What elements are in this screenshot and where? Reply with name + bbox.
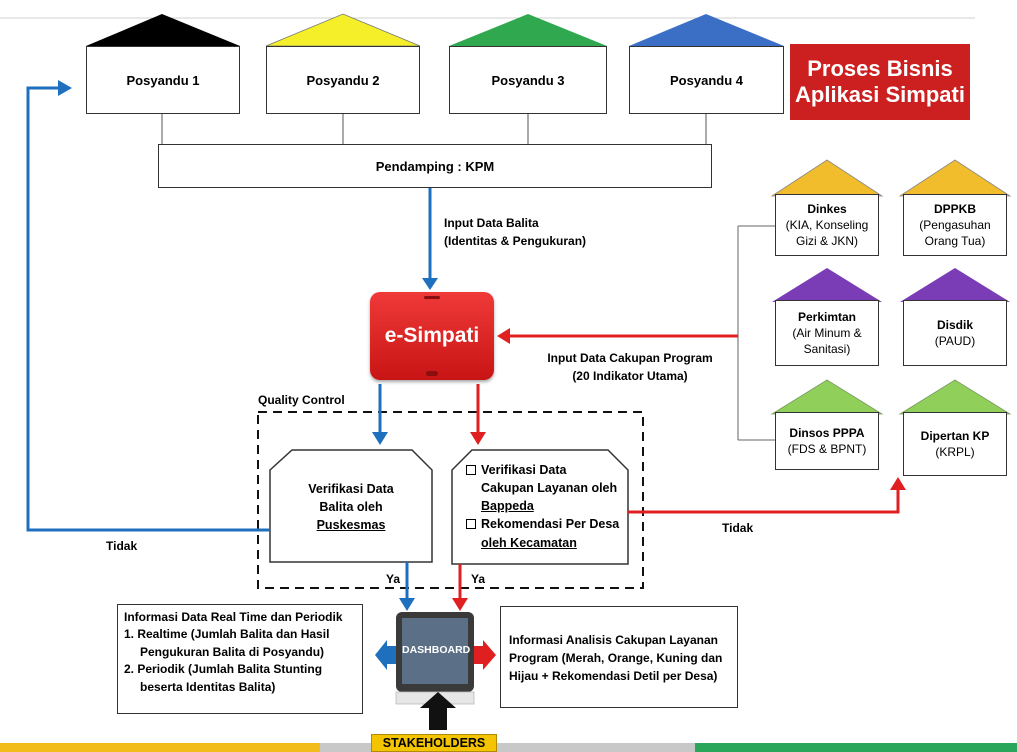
verif-puskesmas-line-3: Puskesmas: [316, 518, 386, 533]
agency-disdik: Disdik (PAUD): [903, 300, 1007, 366]
agency-dinkes: Dinkes (KIA, Konseling Gizi & JKN): [775, 194, 879, 256]
verif-bappeda-item1-line-3: Bappeda: [481, 499, 534, 514]
ya-right-label: Ya: [471, 572, 486, 586]
esimpati-device: e-Simpati: [370, 292, 494, 380]
agency-dinsos: Dinsos PPPA (FDS & BPNT): [775, 412, 879, 470]
info-right-box: Informasi Analisis Cakupan Layanan Progr…: [500, 606, 738, 708]
agency-dppkb: DPPKB (Pengasuhan Orang Tua): [903, 194, 1007, 256]
info-right-line-1: Informasi Analisis Cakupan Layanan: [509, 633, 718, 647]
agency-dinkes-desc-1: (KIA, Konseling: [785, 217, 869, 232]
agency-dipertan-desc-1: (KRPL): [935, 445, 975, 459]
verif-puskesmas-line-1: Verifikasi Data: [308, 482, 394, 496]
agency-dipertan: Dipertan KP (KRPL): [903, 412, 1007, 476]
agency-perkimtan-desc-1: (Air Minum &: [792, 325, 862, 340]
checkbox-icon: [466, 465, 476, 475]
verif-puskesmas-line-2: Balita oleh: [319, 500, 383, 515]
info-left-item2-line-2: beserta Identitas Balita): [140, 679, 276, 694]
input-balita-label: Input Data Balita (Identitas & Pengukura…: [444, 214, 586, 250]
esimpati-button: [426, 371, 438, 376]
agency-perkimtan-name: Perkimtan: [797, 309, 857, 324]
dashboard-label: DASHBOARD: [402, 644, 471, 656]
agency-perkimtan-desc-2: Sanitasi): [803, 342, 851, 357]
input-balita-line-2: (Identitas & Pengukuran): [444, 234, 587, 248]
info-right-line-3: Hijau + Rekomendasi Detil per Desa): [509, 669, 718, 683]
agency-dppkb-desc-1: (Pengasuhan: [919, 217, 991, 232]
input-cakupan-line-1: Input Data Cakupan Program: [547, 351, 713, 365]
posyandu-3-box: Posyandu 3: [449, 46, 607, 114]
title-banner: Proses Bisnis Aplikasi Simpati: [790, 44, 970, 120]
verif-puskesmas-text: Verifikasi Data Balita oleh Puskesmas: [280, 480, 422, 534]
tidak-left-label: Tidak: [106, 539, 138, 553]
info-right-line-2: Program (Merah, Orange, Kuning dan: [509, 651, 723, 665]
verif-bappeda-item1-line-2: Cakupan Layanan oleh: [481, 481, 618, 496]
agency-dinsos-name: Dinsos PPPA: [789, 425, 865, 440]
verif-bappeda-text: Verifikasi Data Cakupan Layanan oleh Bap…: [466, 461, 624, 552]
tidak-right-label: Tidak: [722, 521, 754, 535]
quality-control-label: Quality Control: [258, 393, 345, 407]
verif-bappeda-item1-line-1: Verifikasi Data: [481, 463, 567, 477]
title-line-1: Proses Bisnis: [807, 55, 953, 81]
info-left-item2-line-1: 2. Periodik (Jumlah Balita Stunting: [124, 662, 323, 677]
esimpati-speaker: [424, 296, 440, 299]
verif-bappeda-item2-line-2: oleh Kecamatan: [481, 535, 577, 550]
posyandu-2-roof: [265, 13, 421, 47]
verif-bappeda-item2-line-1: Rekomendasi Per Desa: [481, 517, 620, 532]
pendamping-label: Pendamping : KPM: [375, 158, 495, 174]
input-cakupan-line-2: (20 Indikator Utama): [572, 369, 688, 383]
posyandu-4-roof: [629, 14, 784, 46]
input-cakupan-label: Input Data Cakupan Program (20 Indikator…: [540, 349, 720, 385]
stakeholders-label: STAKEHOLDERS: [371, 734, 497, 752]
posyandu-4-box: Posyandu 4: [629, 46, 784, 114]
posyandu-2-label: Posyandu 2: [306, 72, 380, 88]
posyandu-1-roof: [86, 14, 240, 46]
ya-left-label: Ya: [386, 572, 401, 586]
agency-dipertan-name: Dipertan KP: [920, 428, 990, 443]
agency-dppkb-desc-2: Orang Tua): [924, 234, 986, 249]
info-left-item1-line-2: Pengukuran Balita di Posyandu): [140, 644, 325, 659]
agency-dinsos-desc-1: (FDS & BPNT): [787, 442, 867, 456]
info-left-heading: Informasi Data Real Time dan Periodik: [124, 610, 343, 624]
info-left-item1-line-1: 1. Realtime (Jumlah Balita dan Hasil: [124, 627, 330, 642]
agency-disdik-name: Disdik: [936, 317, 973, 332]
agency-dppkb-name: DPPKB: [933, 201, 976, 216]
title-line-2: Aplikasi Simpati: [795, 82, 965, 107]
agency-perkimtan: Perkimtan (Air Minum & Sanitasi): [775, 300, 879, 366]
posyandu-1-box: Posyandu 1: [86, 46, 240, 114]
posyandu-3-roof: [449, 14, 607, 46]
esimpati-label: e-Simpati: [384, 324, 480, 347]
agency-disdik-desc-1: (PAUD): [934, 334, 976, 348]
agency-dinkes-name: Dinkes: [807, 201, 847, 216]
posyandu-1-label: Posyandu 1: [126, 72, 200, 88]
posyandu-2-box: Posyandu 2: [266, 46, 420, 114]
info-left-box: Informasi Data Real Time dan Periodik 1.…: [117, 604, 363, 714]
input-balita-line-1: Input Data Balita: [444, 216, 539, 230]
posyandu-4-label: Posyandu 4: [670, 72, 743, 88]
checkbox-icon: [466, 519, 476, 530]
agency-dinkes-desc-2: Gizi & JKN): [795, 234, 858, 249]
pendamping-box: Pendamping : KPM: [158, 144, 712, 188]
posyandu-3-label: Posyandu 3: [491, 72, 565, 88]
